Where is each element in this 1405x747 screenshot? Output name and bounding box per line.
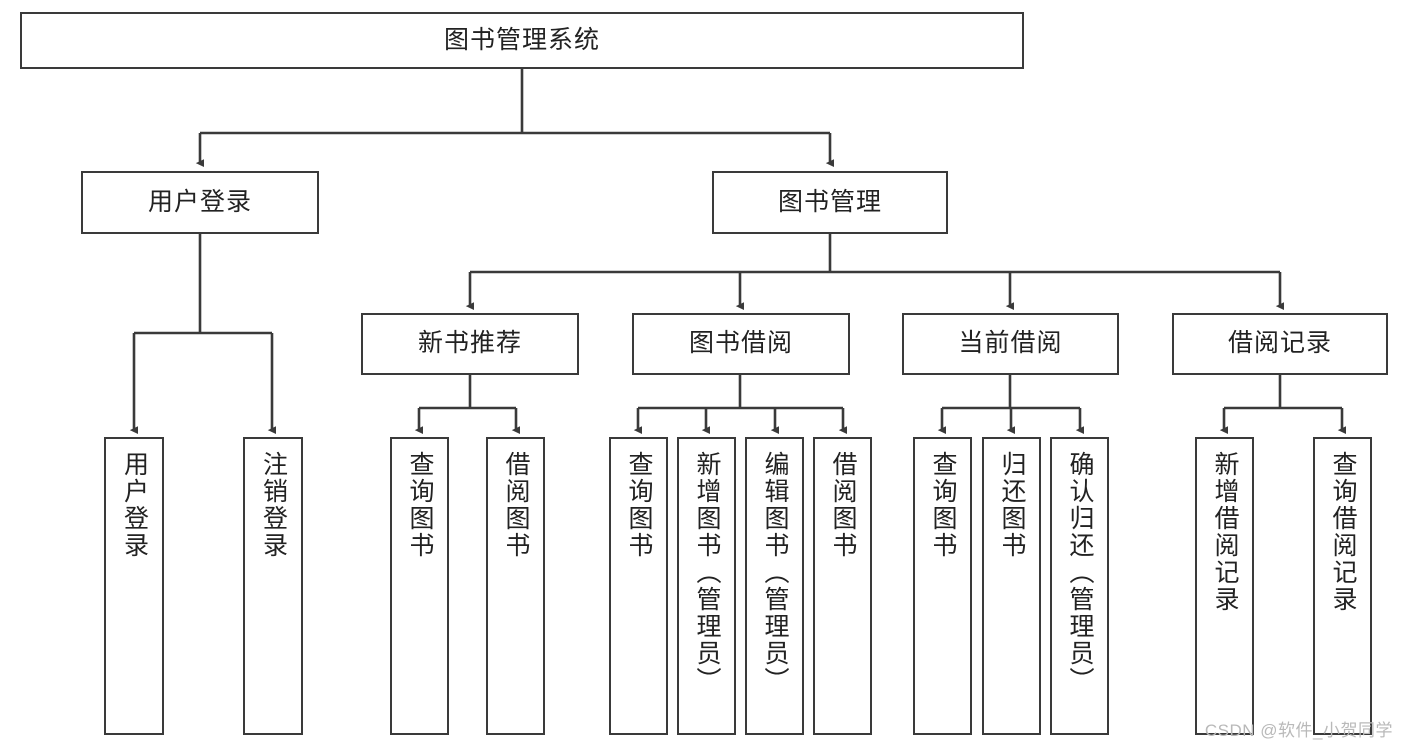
leaf-query-book-1[interactable]: 查询图书 [390, 437, 449, 735]
leaf-user-logout-label: 注销登录 [259, 451, 288, 559]
node-current-borrow[interactable]: 当前借阅 [902, 313, 1119, 375]
leaf-borrow-book-1[interactable]: 借阅图书 [486, 437, 545, 735]
csdn-watermark: CSDN @软件_小贺同学 [1204, 721, 1393, 740]
node-current-borrow-label: 当前借阅 [958, 329, 1063, 358]
leaf-return-book[interactable]: 归还图书 [982, 437, 1041, 735]
node-root-label: 图书管理系统 [443, 25, 600, 54]
node-book-manage-label: 图书管理 [777, 187, 882, 216]
leaf-return-book-label: 归还图书 [998, 451, 1026, 559]
leaf-user-login[interactable]: 用户登录 [104, 437, 164, 735]
leaf-query-book-1-label: 查询图书 [406, 451, 434, 559]
leaf-add-book-label: 新增图书（管理员） [693, 451, 721, 694]
node-user-login[interactable]: 用户登录 [81, 171, 319, 234]
node-borrow-record[interactable]: 借阅记录 [1172, 313, 1388, 375]
leaf-borrow-book-1-label: 借阅图书 [502, 451, 530, 559]
node-book-manage[interactable]: 图书管理 [712, 171, 948, 234]
node-user-login-label: 用户登录 [147, 187, 252, 216]
leaf-query-book-2[interactable]: 查询图书 [609, 437, 668, 735]
leaf-user-logout[interactable]: 注销登录 [243, 437, 303, 735]
node-new-book-recommend[interactable]: 新书推荐 [361, 313, 579, 375]
leaf-query-record-label: 查询借阅记录 [1329, 451, 1357, 613]
leaf-edit-book-label: 编辑图书（管理员） [761, 451, 789, 694]
leaf-query-book-3[interactable]: 查询图书 [913, 437, 972, 735]
node-root[interactable]: 图书管理系统 [20, 12, 1024, 69]
leaf-user-login-label: 用户登录 [120, 451, 149, 559]
leaf-add-record-label: 新增借阅记录 [1211, 451, 1239, 613]
leaf-add-record[interactable]: 新增借阅记录 [1195, 437, 1254, 735]
leaf-add-book[interactable]: 新增图书（管理员） [677, 437, 736, 735]
node-new-book-recommend-label: 新书推荐 [417, 329, 522, 358]
leaf-confirm-return[interactable]: 确认归还（管理员） [1050, 437, 1109, 735]
leaf-query-record[interactable]: 查询借阅记录 [1313, 437, 1372, 735]
leaf-borrow-book-2[interactable]: 借阅图书 [813, 437, 872, 735]
node-book-borrow-label: 图书借阅 [688, 329, 793, 358]
leaf-query-book-2-label: 查询图书 [625, 451, 653, 559]
node-borrow-record-label: 借阅记录 [1227, 329, 1332, 358]
node-book-borrow[interactable]: 图书借阅 [632, 313, 850, 375]
leaf-borrow-book-2-label: 借阅图书 [829, 451, 857, 559]
leaf-query-book-3-label: 查询图书 [929, 451, 957, 559]
leaf-confirm-return-label: 确认归还（管理员） [1066, 451, 1094, 694]
leaf-edit-book[interactable]: 编辑图书（管理员） [745, 437, 804, 735]
